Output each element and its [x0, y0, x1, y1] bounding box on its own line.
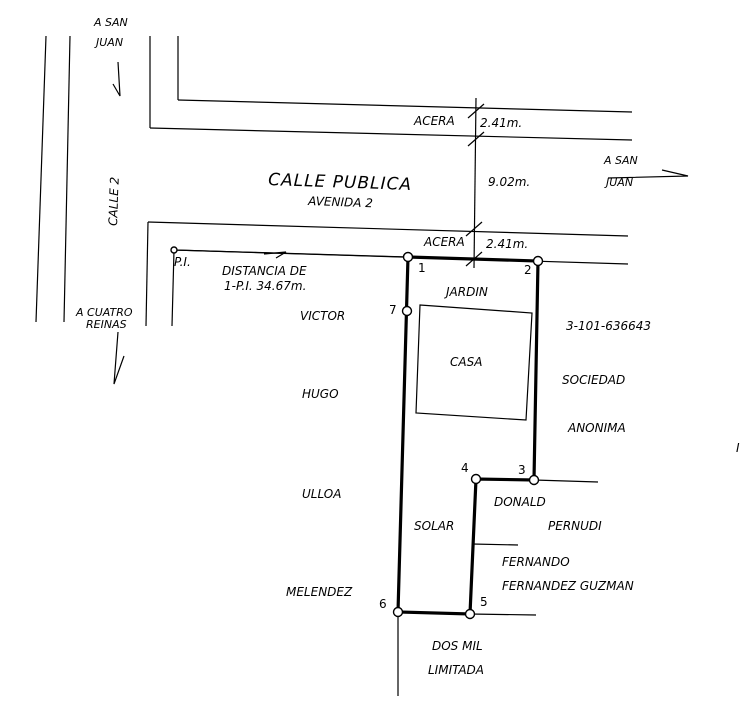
area-jardin: JARDIN — [444, 285, 488, 299]
vertex-6 — [392, 606, 404, 618]
neighbor-left-victor: VICTOR — [300, 309, 345, 323]
vertex-label-4: 4 — [461, 461, 469, 475]
direction-arrow-icon — [112, 61, 121, 97]
direction-arrow-icon — [607, 169, 689, 179]
neighbor-bottom-dos-mil: DOS MIL — [432, 639, 483, 653]
direction-san-juan-right-1: A SAN — [603, 154, 638, 167]
neighbor-right-company-id: 3-101-636643 — [566, 319, 651, 333]
acera-width-top: 2.41m. — [480, 116, 522, 130]
distance-line-1: DISTANCIA DE — [222, 264, 307, 278]
direction-arrow-icon — [113, 331, 125, 385]
vertex-label-6: 6 — [379, 597, 387, 611]
vertex-label-1: 1 — [418, 261, 426, 275]
area-solar: SOLAR — [414, 519, 454, 533]
neighbor-left-melendez: MELENDEZ — [286, 585, 353, 599]
neighbor-right-anonima: ANONIMA — [567, 421, 626, 435]
vertex-label-7: 7 — [389, 303, 397, 317]
street-name-calle-2: CALLE 2 — [106, 177, 122, 226]
neighbor-bottom-limitada: LIMITADA — [428, 663, 484, 677]
edge-mark: I — [736, 441, 740, 455]
vertex-1 — [402, 251, 414, 263]
vertex-label-5: 5 — [480, 595, 488, 609]
vertex-label-3: 3 — [518, 463, 526, 477]
pi-point — [170, 246, 178, 254]
acera-width-bottom: 2.41m. — [486, 237, 528, 251]
vertex-7 — [401, 305, 413, 317]
house-outline — [415, 304, 533, 421]
neighbor-right-fernando: FERNANDO — [502, 555, 570, 569]
neighbor-left-ulloa: ULLOA — [302, 487, 341, 501]
neighbor-right-donald: DONALD — [494, 495, 546, 509]
vertex-3 — [528, 474, 540, 486]
direction-san-juan-right-2: JUAN — [604, 176, 633, 189]
area-casa: CASA — [450, 355, 482, 369]
street-width-dimension — [465, 97, 485, 269]
vertex-2 — [532, 255, 544, 267]
neighbor-right-fernandez-guzman: FERNANDEZ GUZMAN — [502, 579, 634, 593]
vertex-label-2: 2 — [524, 263, 532, 277]
pi-label: P.I. — [174, 255, 191, 269]
neighbor-boundaries — [173, 249, 599, 696]
acera-label-top: ACERA — [413, 114, 455, 128]
neighbor-right-pernudi: PERNUDI — [548, 519, 602, 533]
vertex-5 — [464, 608, 476, 620]
street-name-avenida: AVENIDA 2 — [307, 194, 373, 210]
neighbor-left-hugo: HUGO — [302, 387, 339, 401]
acera-label-bottom: ACERA — [423, 235, 465, 249]
direction-cuatro-reinas-2: REINAS — [86, 318, 127, 331]
street-name-calle-publica: CALLE PUBLICA — [268, 170, 413, 195]
direction-san-juan-top-1: A SAN — [93, 16, 128, 29]
vertex-4 — [470, 473, 482, 485]
direction-cuatro-reinas-1: A CUATRO — [75, 306, 133, 319]
lot-vertices — [170, 246, 544, 620]
street-width-label: 9.02m. — [488, 175, 530, 189]
distance-line-2: 1-P.I. 34.67m. — [224, 279, 306, 293]
direction-san-juan-top-2: JUAN — [94, 36, 123, 49]
neighbor-right-sociedad: SOCIEDAD — [562, 373, 625, 387]
